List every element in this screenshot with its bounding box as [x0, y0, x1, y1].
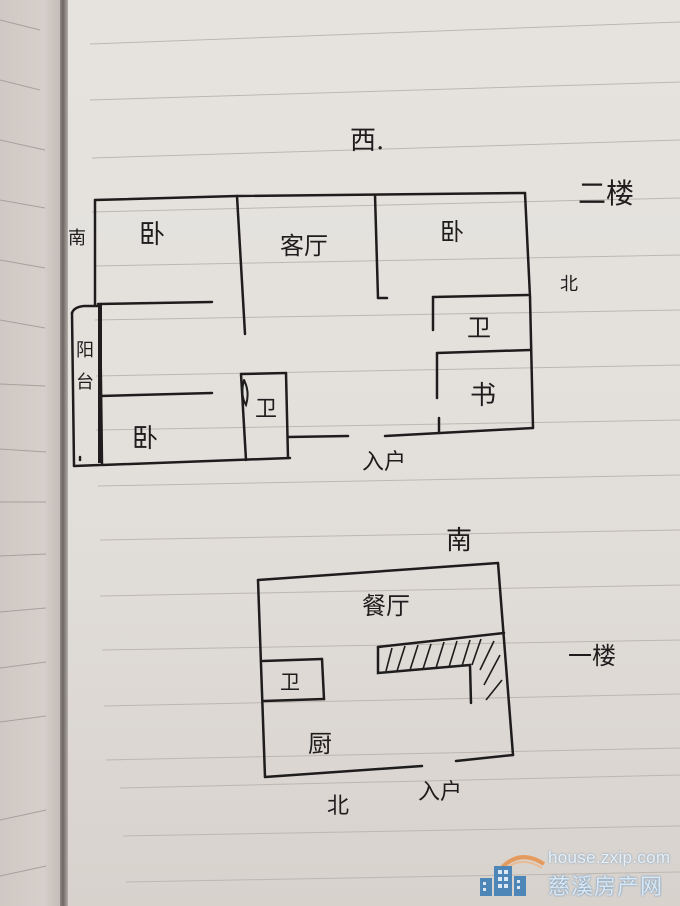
left-page-ruled-lines [0, 19, 47, 877]
floor1-walls [256, 561, 515, 779]
room-bathroom-center: 卫 [255, 397, 278, 422]
floor1-hatched-counter [385, 638, 503, 701]
building-logo-icon [480, 855, 546, 896]
floor2-compass-north-label: 北 [560, 274, 578, 295]
floor1-compass-south-label: 南 [446, 526, 473, 556]
floor2-walls [70, 191, 535, 468]
room-bedroom-south: 卧 [132, 424, 159, 454]
notebook-spine [60, 0, 68, 906]
floor1-title: 一楼 [568, 642, 616, 670]
room-bedroom-southwest: 卧 [139, 220, 166, 250]
room-bathroom-north: 卫 [467, 314, 491, 342]
watermark-url: house.zxip.com [548, 848, 671, 867]
floor2-title: 二楼 [578, 177, 635, 210]
watermark: house.zxip.com 慈溪房产网 [478, 842, 678, 902]
compass-west-label: 西. [350, 126, 385, 156]
room-bedroom-northwest: 卧 [440, 218, 464, 246]
right-notebook-page [66, 0, 680, 906]
watermark-site-name: 慈溪房产网 [548, 875, 664, 900]
room-balcony: 阳台 [73, 340, 94, 404]
floor2-entrance-label: 入户 [362, 450, 407, 475]
floor2-compass-south-label: 南 [65, 228, 86, 246]
left-notebook-page [0, 0, 62, 906]
room-study: 书 [470, 381, 497, 411]
room-floor1-bathroom: 卫 [280, 670, 300, 694]
room-dining-room: 餐厅 [362, 592, 410, 620]
floor1-entrance-label: 入户 [418, 780, 463, 805]
room-kitchen: 厨 [308, 730, 332, 758]
room-living-room: 客厅 [280, 232, 328, 260]
floor1-compass-north-label: 北 [327, 794, 350, 819]
